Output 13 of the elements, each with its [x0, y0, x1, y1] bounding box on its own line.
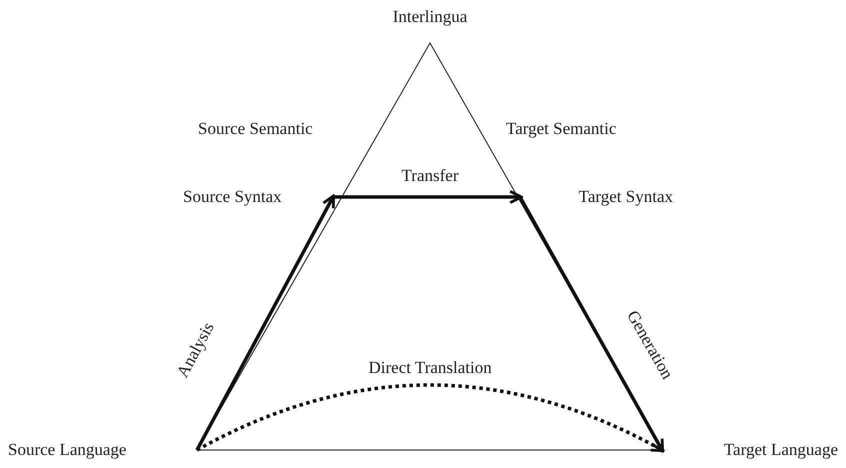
node-label: Target Semantic	[506, 118, 646, 140]
node-label: Interlingua	[370, 6, 490, 28]
node-label: Target Syntax	[520, 186, 673, 208]
node-label: Source Semantic	[198, 118, 333, 140]
arrow	[195, 194, 336, 451]
node-label: Source Language	[8, 439, 197, 461]
node-label: Source Syntax	[183, 186, 333, 208]
arrow	[333, 190, 523, 204]
node-label: Target Language	[662, 439, 838, 461]
edge-label: Direct Translation	[368, 358, 492, 378]
edge-label: Transfer	[402, 166, 458, 186]
arrow	[196, 383, 665, 452]
arrow	[518, 196, 664, 453]
